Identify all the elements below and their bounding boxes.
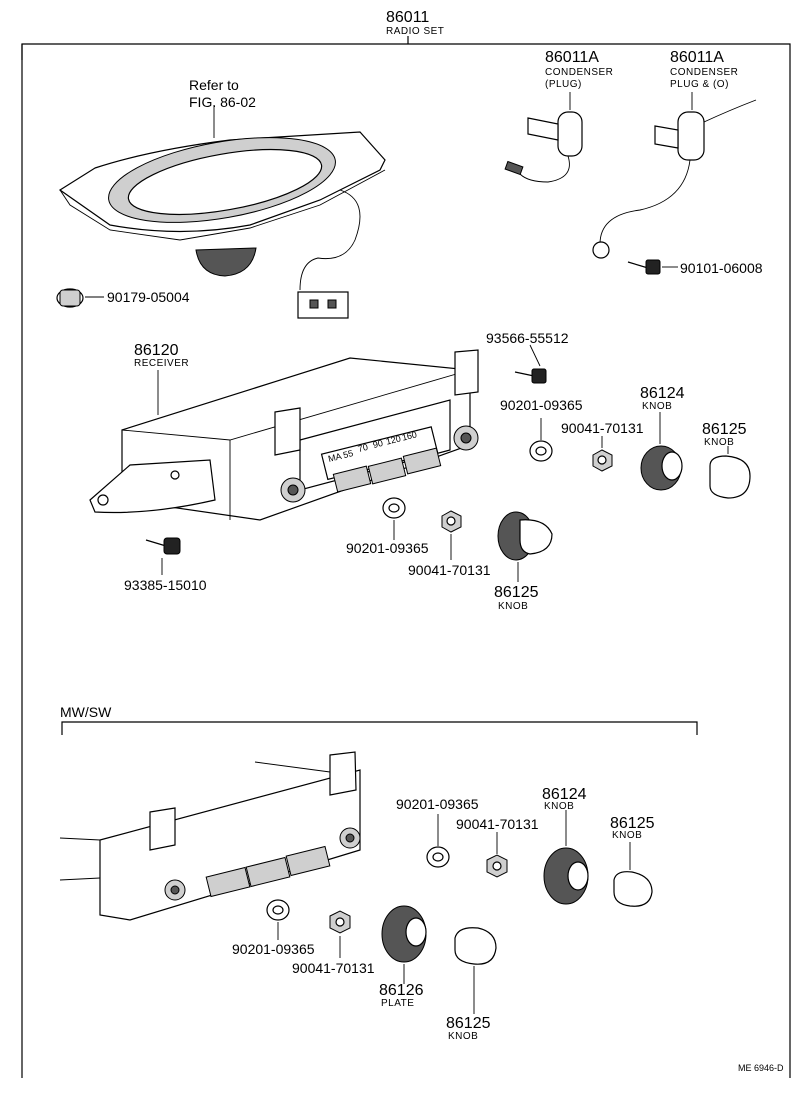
footer-ref-code: ME 6946-D bbox=[738, 1063, 784, 1073]
mwsw-knob-86124-name: KNOB bbox=[544, 801, 575, 812]
outer-frame bbox=[21, 36, 791, 1078]
mwsw-knob-86124-part-number: 86124 bbox=[542, 786, 587, 803]
receiver-drawing bbox=[89, 349, 479, 521]
washer-upper-label: 90201-09365 bbox=[500, 397, 583, 413]
knob-86125-mid-part-number: 86125 bbox=[494, 584, 539, 601]
speaker-ref-line1: Refer to bbox=[189, 77, 239, 93]
mwsw-plate-part-number: 86126 bbox=[379, 982, 424, 999]
washer-lower-label: 90201-09365 bbox=[346, 540, 429, 556]
condenser-plug-name: CONDENSER bbox=[545, 67, 614, 78]
screw-93566-drawing bbox=[514, 344, 547, 384]
condenser-plug-variant: (PLUG) bbox=[545, 79, 582, 90]
mwsw-nut-lower-label: 90041-70131 bbox=[292, 960, 375, 976]
mwsw-heading: MW/SW bbox=[60, 704, 112, 720]
condenser-plug-o-name: CONDENSER bbox=[670, 67, 739, 78]
knob-86124-part-number: 86124 bbox=[640, 385, 685, 402]
knob-86125-upper-name: KNOB bbox=[704, 437, 735, 448]
mwsw-nut-upper-label: 90041-70131 bbox=[456, 816, 539, 832]
nut-lower-label: 90041-70131 bbox=[408, 562, 491, 578]
mwsw-bracket bbox=[61, 721, 698, 735]
condenser-plug-o-variant: PLUG & (O) bbox=[670, 79, 729, 90]
mwsw-washer-lower-label: 90201-09365 bbox=[232, 941, 315, 957]
mwsw-washer-upper-label: 90201-09365 bbox=[396, 796, 479, 812]
header-part-number: 86011 bbox=[386, 9, 430, 26]
speaker-ref-line2: FIG. 86-02 bbox=[189, 94, 256, 110]
mwsw-knob-86125-right-name: KNOB bbox=[612, 830, 643, 841]
mwsw-plate-name: PLATE bbox=[381, 998, 415, 1009]
receiver-name: RECEIVER bbox=[134, 358, 190, 369]
screw-93566-label: 93566-55512 bbox=[486, 330, 569, 346]
screw-93385-label: 93385-15010 bbox=[124, 577, 207, 593]
mwsw-receiver-drawing bbox=[59, 751, 361, 921]
mwsw-hardware-drawing bbox=[266, 810, 653, 1014]
mwsw-knob-86125-bottom-name: KNOB bbox=[448, 1031, 479, 1042]
condenser-plug-o-part-number: 86011A bbox=[670, 49, 724, 66]
mwsw-knob-86125-right-part-number: 86125 bbox=[610, 815, 655, 832]
mwsw-knob-86125-bottom-part-number: 86125 bbox=[446, 1015, 491, 1032]
condenser-plug-part-number: 86011A bbox=[545, 49, 599, 66]
receiver-part-number: 86120 bbox=[134, 342, 179, 359]
speaker-drawing bbox=[58, 105, 386, 319]
knob-86124-name: KNOB bbox=[642, 401, 673, 412]
knob-86125-mid-name: KNOB bbox=[498, 601, 529, 612]
screw-90101-drawing bbox=[627, 259, 678, 275]
nut-90179-drawing bbox=[56, 288, 104, 308]
screw-90101-label: 90101-06008 bbox=[680, 260, 763, 276]
header-title: RADIO SET bbox=[386, 26, 445, 37]
condenser-plug-drawing bbox=[504, 92, 583, 183]
knob-86125-upper-part-number: 86125 bbox=[702, 421, 747, 438]
nut-90179-label: 90179-05004 bbox=[107, 289, 190, 305]
upper-hardware-drawing bbox=[382, 412, 751, 582]
nut-upper-label: 90041-70131 bbox=[561, 420, 644, 436]
screw-93385-drawing bbox=[145, 537, 181, 575]
condenser-plug-o-drawing bbox=[592, 92, 757, 259]
